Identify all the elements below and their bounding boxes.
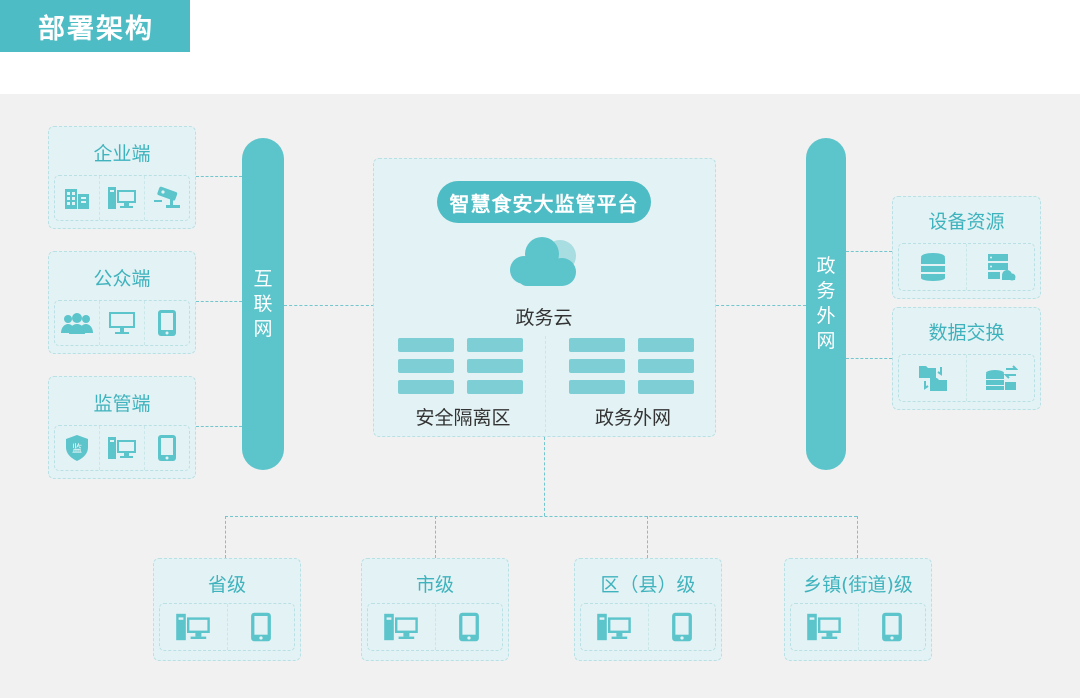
server-unit — [467, 359, 523, 373]
zone-divider — [545, 336, 546, 432]
group-label: 市级 — [415, 574, 454, 596]
bottom-group-city: 市级 — [361, 558, 509, 661]
connector — [857, 516, 858, 558]
left-group-enterprise: 企业端 — [48, 126, 196, 229]
database-icon — [899, 244, 967, 290]
server-unit — [638, 380, 694, 394]
zone-label: 政务外网 — [594, 407, 671, 429]
group-label: 公众端 — [93, 268, 151, 290]
server-unit — [467, 380, 523, 394]
connector — [225, 516, 857, 517]
bottom-group-township: 乡镇(街道)级 — [784, 558, 932, 661]
server-unit — [638, 338, 694, 352]
icon-row — [367, 603, 503, 651]
group-label: 监管端 — [93, 393, 151, 415]
group-label: 数据交换 — [928, 322, 1005, 344]
icon-row — [54, 300, 190, 346]
bus-text: 务 — [816, 280, 836, 302]
server-unit — [398, 359, 454, 373]
connector — [284, 305, 374, 306]
tablet-icon — [859, 604, 926, 650]
bus-text: 联 — [253, 292, 273, 315]
server-unit — [569, 338, 625, 352]
bus-text: 政 — [816, 255, 836, 277]
desktop-computer-icon — [100, 426, 145, 470]
icon-row — [898, 354, 1035, 402]
left-group-public: 公众端 — [48, 251, 196, 354]
group-label: 设备资源 — [928, 211, 1005, 233]
icon-row — [159, 603, 295, 651]
left-group-regulator: 监管端 监 — [48, 376, 196, 479]
icon-row — [898, 243, 1035, 291]
server-unit — [638, 359, 694, 373]
internet-bus: 互 联 网 — [242, 138, 284, 470]
tablet-icon — [649, 604, 716, 650]
tablet-icon — [145, 426, 189, 470]
desktop-computer-icon — [581, 604, 649, 650]
connector — [716, 305, 806, 306]
tablet-icon — [145, 301, 189, 345]
group-label: 区（县）级 — [600, 574, 696, 596]
bottom-group-district: 区（县）级 — [574, 558, 722, 661]
bus-text: 外 — [816, 305, 836, 327]
connector — [846, 251, 892, 252]
server-unit — [569, 380, 625, 394]
section-title: 部署架构 — [0, 0, 190, 52]
server-cloud-icon — [967, 244, 1034, 290]
connector — [196, 176, 242, 177]
desktop-computer-icon — [368, 604, 436, 650]
cloud-label: 政务云 — [515, 307, 573, 329]
desktop-computer-icon — [791, 604, 859, 650]
right-group-device-resources: 设备资源 — [892, 196, 1041, 299]
connector — [225, 516, 226, 558]
icon-row — [580, 603, 716, 651]
connector — [196, 301, 242, 302]
group-label: 企业端 — [93, 143, 151, 165]
connector — [846, 358, 892, 359]
gov-extranet-bus: 政 务 外 网 — [806, 138, 846, 470]
people-group-icon — [55, 301, 100, 345]
folder-exchange-icon — [899, 355, 967, 401]
server-unit — [569, 359, 625, 373]
surveillance-camera-icon — [145, 176, 189, 220]
right-group-data-exchange: 数据交换 — [892, 307, 1041, 410]
server-unit — [398, 380, 454, 394]
zone-label: 安全隔离区 — [415, 407, 511, 429]
group-label: 乡镇(街道)级 — [803, 574, 913, 596]
bus-text: 网 — [253, 317, 273, 340]
data-transfer-icon — [967, 355, 1034, 401]
connector — [435, 516, 436, 558]
server-unit — [398, 338, 454, 352]
shield-text: 监 — [72, 442, 82, 455]
icon-row — [54, 175, 190, 221]
desktop-computer-icon — [100, 176, 145, 220]
bus-text: 互 — [253, 267, 273, 290]
connector — [544, 437, 545, 516]
connector — [196, 426, 242, 427]
server-unit — [467, 338, 523, 352]
icon-row: 监 — [54, 425, 190, 471]
bus-text: 网 — [816, 330, 836, 352]
connector — [647, 516, 648, 558]
monitor-icon — [100, 301, 145, 345]
tablet-icon — [228, 604, 295, 650]
building-icon — [55, 176, 100, 220]
bottom-group-province: 省级 — [153, 558, 301, 661]
tablet-icon — [436, 604, 503, 650]
icon-row — [790, 603, 926, 651]
cloud-icon — [502, 232, 588, 294]
supervision-shield-icon: 监 — [55, 426, 100, 470]
platform-title: 智慧食安大监管平台 — [437, 181, 651, 223]
desktop-computer-icon — [160, 604, 228, 650]
group-label: 省级 — [207, 574, 246, 596]
